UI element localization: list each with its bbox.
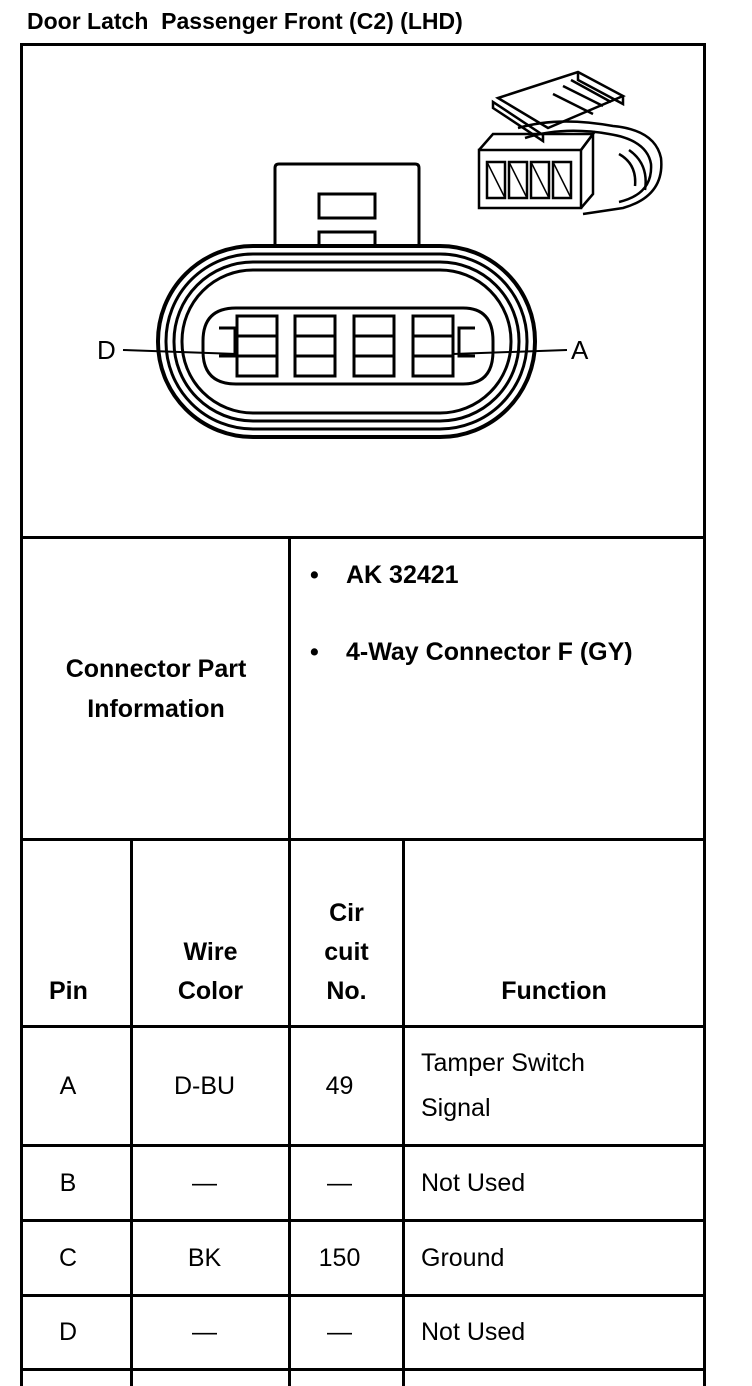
col-divider-3 (402, 838, 405, 1386)
table-row-b-pin: B (59, 1168, 77, 1197)
table-row-d-pin: D (58, 1318, 78, 1346)
connector-latch-tab (273, 162, 421, 246)
table-row-a-function: Tamper Switch Signal (421, 1049, 585, 1122)
row-divider-d (20, 1368, 706, 1371)
connector-part-info-list: • AK 32421 • 4-Way Connector F (GY) (306, 556, 696, 710)
divider-info-column (288, 536, 291, 840)
table-row-c-pin: C (58, 1243, 78, 1272)
table-row-b-circuit: — (327, 1168, 352, 1197)
pin-label-d: D (97, 335, 116, 365)
table-row-b-function: Not Used (421, 1168, 526, 1197)
col-divider-2 (288, 838, 291, 1386)
terminal-d (235, 314, 279, 378)
connector-part-info-label: Connector Part Information (65, 655, 247, 723)
table-row-a-pin: A (59, 1071, 77, 1100)
part-info-item: • AK 32421 (306, 556, 696, 594)
connector-body-ring-4 (180, 268, 513, 415)
connector-3d-thumbnail (477, 70, 663, 216)
latch-slot-lower (317, 230, 377, 248)
header-wire-color: Wire Color (177, 938, 244, 1005)
table-row-a-circuit: 49 (325, 1071, 354, 1100)
table-row-d-circuit: — (327, 1318, 352, 1346)
connector-table-frame (20, 43, 706, 1386)
header-pin: Pin (49, 977, 88, 1005)
terminal-b (352, 314, 396, 378)
terminal-a (411, 314, 455, 378)
divider-diagram-info (20, 536, 706, 539)
table-row-d-wire: — (192, 1318, 217, 1346)
table-row-b-wire: — (192, 1168, 217, 1197)
connector-cavity (201, 306, 495, 386)
part-info-item: • 4-Way Connector F (GY) (306, 633, 696, 671)
table-row-d-function: Not Used (421, 1318, 526, 1346)
connector-body-ring-2 (164, 252, 529, 431)
table-row-a-wire: D-BU (173, 1071, 236, 1100)
col-divider-1 (130, 838, 133, 1386)
row-divider-b (20, 1219, 706, 1222)
row-divider-a (20, 1144, 706, 1147)
leader-line-a (452, 349, 568, 355)
bullet-icon: • (310, 638, 319, 666)
table-row-c-circuit: 150 (318, 1243, 361, 1272)
latch-slot-upper (317, 192, 377, 220)
leader-line-d (122, 349, 238, 355)
page-title: Door Latch Passenger Front (C2) (LHD) (27, 8, 463, 34)
connector-body-outer (156, 244, 537, 439)
divider-info-table (20, 838, 706, 841)
terminal-c (293, 314, 337, 378)
row-divider-header (20, 1025, 706, 1028)
row-divider-c (20, 1294, 706, 1297)
header-circuit-no: Cir cuit No. (324, 899, 369, 1005)
bullet-icon: • (310, 561, 319, 589)
table-row-c-function: Ground (421, 1243, 505, 1272)
table-row-c-wire: BK (187, 1243, 222, 1272)
connector-body-ring-3 (172, 260, 521, 423)
terminal-group (235, 314, 455, 378)
connector-diagram: D A (97, 70, 663, 439)
pin-label-a: A (571, 335, 589, 365)
header-function: Function (501, 977, 607, 1005)
